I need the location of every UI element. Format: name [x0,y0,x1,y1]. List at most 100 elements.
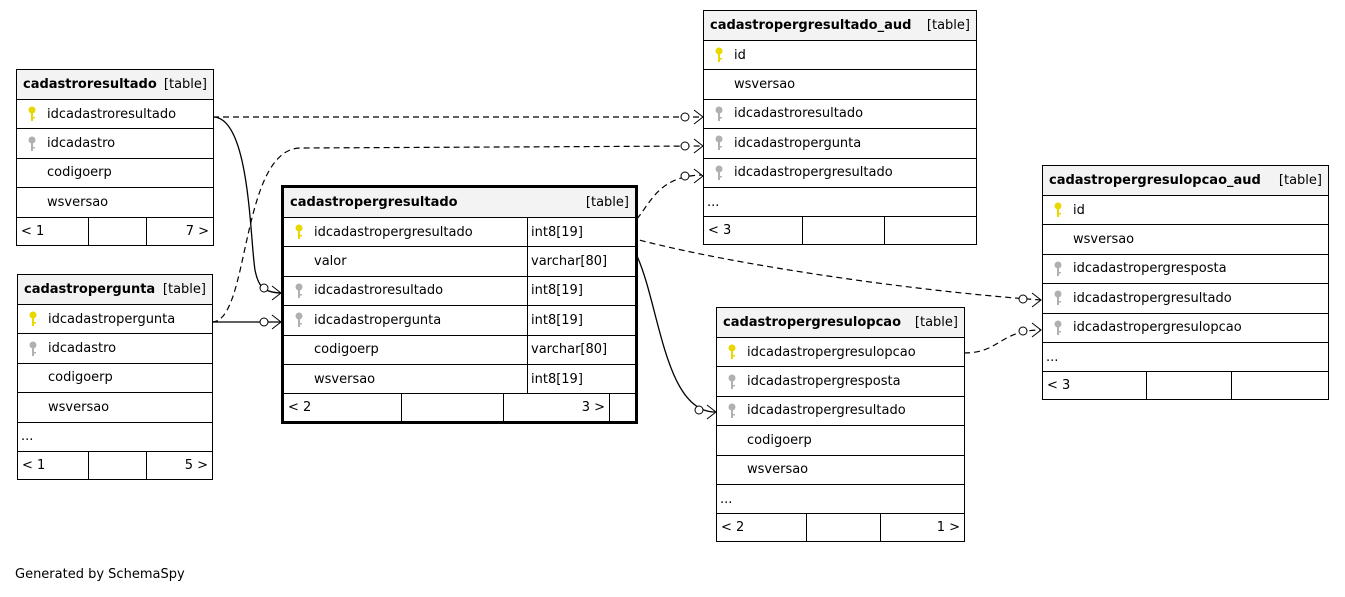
table-header: cadastroresultado[table] [17,70,213,100]
table-type-label: [table] [162,282,206,297]
table-cadastropergresulopcao-aud[interactable]: cadastropergresulopcao_aud [table] id wsver… [1042,165,1329,401]
column-type: int8[19] [527,364,635,394]
column-row[interactable]: idcadastro [17,129,213,159]
column-row[interactable]: idcadastropergresposta [1043,255,1328,285]
column-row[interactable]: id [1043,196,1328,226]
column-row[interactable]: ... [18,423,212,452]
column-row[interactable]: idcadastroresultado [17,100,213,130]
primary-key-icon [717,344,747,360]
table-type-label: [table] [585,195,629,210]
column-name: id [734,47,746,63]
column-row[interactable]: idcadastropergresulopcao [717,338,964,368]
foreign-key-icon [18,341,48,357]
foreign-key-icon [284,312,314,328]
column-row[interactable]: idcadastropergunta [704,129,976,159]
column-row[interactable]: codigoerp [18,364,212,394]
foreign-key-icon [704,165,734,181]
column-name: idcadastropergresposta [1073,261,1227,277]
column-type: varchar[80] [527,335,635,364]
column-name: codigoerp [47,165,112,181]
column-row[interactable]: ... [717,485,964,515]
column-row[interactable]: idcadastroresultado [704,100,976,130]
rel-opcao-opcao-aud [963,329,1042,354]
more-columns: ... [21,429,34,445]
column-row[interactable]: idcadastropergunta [18,305,212,335]
column-row[interactable]: codigoerp [717,426,964,456]
table-cadastropergresultado[interactable]: cadastropergresultado [table] idcadastrope… [281,185,638,425]
foreign-key-icon [704,106,734,122]
foreign-key-icon [17,136,47,152]
table-name: cadastropergunta [24,282,156,297]
table-header: cadastropergresulopcao_aud [table] [1043,166,1328,196]
foreign-key-icon [717,403,747,419]
column-row[interactable]: idcadastropergresultado int8[19] [284,218,635,248]
parents-count: 3 > [503,394,609,422]
column-row[interactable]: idcadastropergresultado [1043,284,1328,314]
rel-pergunta-aud [211,145,703,323]
column-row[interactable]: idcadastropergresultado [704,159,976,188]
column-name: idcadastropergresposta [747,374,901,390]
column-name: idcadastropergresulopcao [1073,320,1242,336]
column-row[interactable]: codigoerp [17,159,213,189]
table-type-label: [table] [1278,173,1322,188]
column-name: idcadastroresultado [47,106,177,122]
column-row[interactable]: idcadastropergresulopcao [1043,314,1328,343]
table-footer: < 3 [1043,372,1328,400]
column-name: wsversao [1073,232,1135,248]
footer-middle [805,514,880,542]
footer-middle [1145,372,1232,400]
table-name: cadastroresultado [23,77,157,92]
column-row[interactable]: wsversao [18,393,212,423]
column-row[interactable]: wsversao [704,70,976,100]
foreign-key-icon [704,135,734,151]
column-type: int8[19] [527,218,635,247]
column-name: idcadastropergresultado [747,403,906,419]
column-name: codigoerp [48,370,113,386]
parents-count [883,217,977,245]
column-row[interactable]: ... [704,188,976,218]
column-name: idcadastropergresultado [314,224,473,240]
column-row[interactable]: idcadastro [18,334,212,364]
footer-middle [401,394,503,422]
foreign-key-icon [717,374,747,390]
children-count: < 2 [721,520,745,536]
footer-spacer [609,394,635,422]
table-cadastropergresulopcao[interactable]: cadastropergresulopcao[table]idcadastrop… [716,307,965,543]
children-count: < 3 [1047,378,1071,394]
table-header: cadastropergresulopcao[table] [717,308,964,338]
column-row[interactable]: wsversao [1043,225,1328,255]
primary-key-icon [17,106,47,122]
column-name: idcadastroresultado [314,283,444,299]
table-name: cadastropergresultado_aud [710,18,912,33]
column-row[interactable]: id [704,41,976,71]
footer-middle [801,217,884,245]
column-row[interactable]: wsversao [17,188,213,218]
table-cadastroresultado[interactable]: cadastroresultado[table] idcadastroresult… [16,69,214,246]
more-columns: ... [720,491,733,507]
column-row[interactable]: wsversao [717,456,964,485]
more-columns: ... [707,194,720,210]
table-name: cadastropergresulopcao_aud [1049,173,1261,188]
column-name: idcadastro [47,136,116,152]
primary-key-icon [284,224,314,240]
table-cadastropergunta[interactable]: cadastropergunta [table] idcadastropergunt… [17,274,213,480]
column-row[interactable]: idcadastropergresposta [717,367,964,397]
table-header: cadastropergresultado [table] [284,188,635,218]
table-name: cadastropergresultado [290,195,458,210]
column-name: idcadastroresultado [734,106,864,122]
column-name: id [1073,202,1085,218]
column-name: idcadastropergresultado [1073,290,1232,306]
column-row[interactable]: ... [1043,343,1328,373]
table-footer: < 3 [704,217,977,245]
children-count: < 1 [21,223,45,239]
column-row[interactable]: idcadastropergresultado [717,397,964,427]
